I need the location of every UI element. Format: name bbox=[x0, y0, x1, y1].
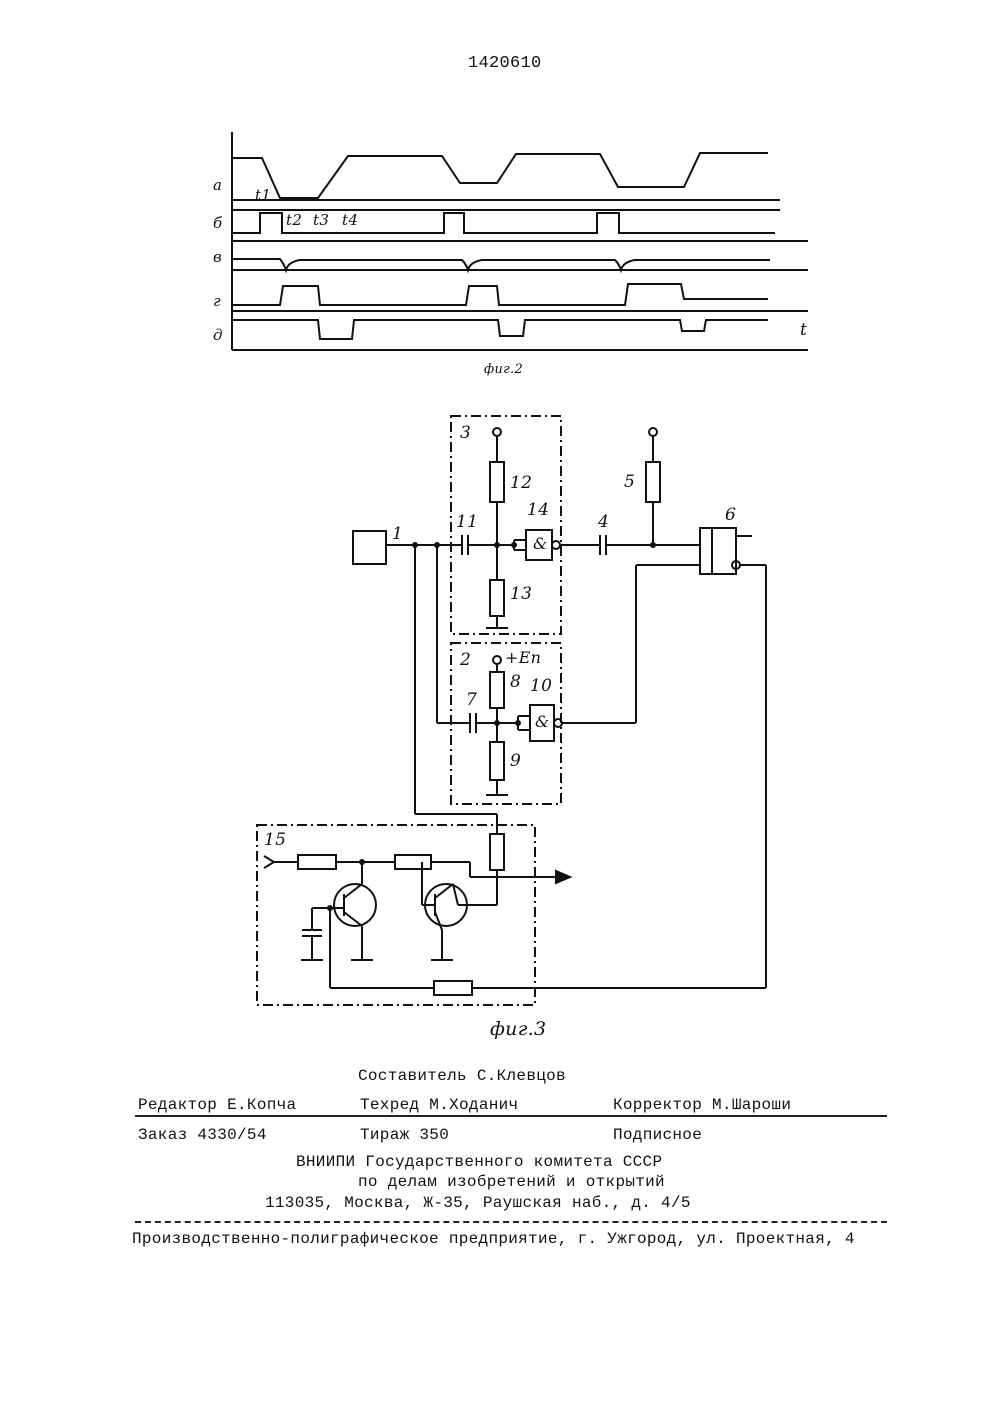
resistor-in-15 bbox=[298, 855, 336, 869]
order-line: Заказ 4330/54 bbox=[138, 1126, 267, 1144]
label-resistor-8: 8 bbox=[510, 672, 521, 692]
label-trigger-6: 6 bbox=[725, 505, 736, 525]
gate-14-symbol: & bbox=[533, 534, 548, 553]
label-resistor-9: 9 bbox=[510, 751, 521, 771]
composer-line: Составитель С.Клевцов bbox=[358, 1067, 566, 1085]
block-15-frame bbox=[257, 825, 535, 1005]
label-resistor-13: 13 bbox=[510, 584, 532, 604]
org-line-2: по делам изобретений и открытий bbox=[358, 1173, 665, 1191]
resistor-8 bbox=[490, 672, 504, 708]
label-block-2: 2 bbox=[460, 650, 471, 670]
resistor-mid-15 bbox=[395, 855, 431, 869]
trigger-6 bbox=[700, 528, 736, 574]
label-block-1: 1 bbox=[392, 524, 403, 544]
label-resistor-12: 12 bbox=[510, 473, 532, 493]
label-gate-10: 10 bbox=[530, 676, 552, 696]
gate-10-symbol: & bbox=[535, 712, 550, 731]
label-capacitor-4: 4 bbox=[598, 512, 609, 532]
resistor-13 bbox=[490, 580, 504, 616]
label-block-3: 3 bbox=[460, 423, 471, 443]
label-capacitor-11: 11 bbox=[456, 512, 478, 532]
printer-divider bbox=[135, 1221, 887, 1223]
resistor-12 bbox=[490, 462, 504, 502]
editor-line: Редактор Е.Копча bbox=[138, 1096, 296, 1114]
corrector-line: Корректор М.Шароши bbox=[613, 1096, 791, 1114]
printer-line: Производственно-полиграфическое предприя… bbox=[132, 1230, 855, 1248]
resistor-9 bbox=[490, 742, 504, 780]
techred-line: Техред М.Ходанич bbox=[360, 1096, 518, 1114]
editor-divider bbox=[135, 1115, 887, 1117]
org-line-3: 113035, Москва, Ж-35, Раушская наб., д. … bbox=[265, 1194, 691, 1212]
org-line-1: ВНИИПИ Государственного комитета СССР bbox=[296, 1153, 662, 1171]
label-capacitor-7: 7 bbox=[466, 690, 477, 710]
resistor-feedback bbox=[434, 981, 472, 995]
resistor-5 bbox=[646, 462, 660, 502]
label-supply: +Eп bbox=[505, 648, 541, 667]
source-block-1 bbox=[353, 531, 386, 564]
circulation-line: Тираж 350 bbox=[360, 1126, 449, 1144]
fig3-caption: фиг.3 bbox=[490, 1018, 546, 1040]
label-resistor-5: 5 bbox=[624, 472, 635, 492]
label-gate-14: 14 bbox=[527, 500, 549, 520]
subscription-line: Подписное bbox=[613, 1126, 702, 1144]
label-block-15: 15 bbox=[264, 830, 286, 850]
potentiometer bbox=[490, 834, 504, 870]
